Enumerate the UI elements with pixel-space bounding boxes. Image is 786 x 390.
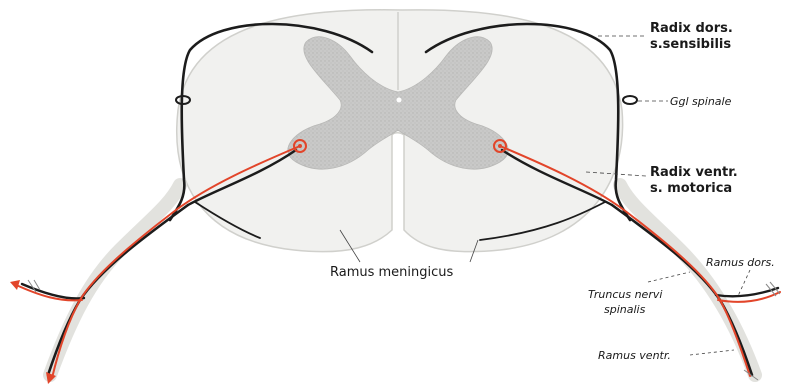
label-radix-dors-1: Radix dors. — [650, 21, 733, 36]
left-arrow-dorsal — [10, 280, 20, 290]
label-ramus-ventr: Ramus ventr. — [598, 349, 671, 362]
label-truncus-2: spinalis — [604, 303, 646, 316]
left-nerve-sheath — [50, 185, 180, 375]
label-ramus-meningicus: Ramus meningicus — [330, 265, 454, 280]
right-nerve-sheath — [620, 185, 755, 375]
right-spinal-ganglion — [623, 96, 637, 104]
left-motor-neuron-core — [298, 144, 302, 148]
label-ramus-dors: Ramus dors. — [706, 256, 775, 269]
right-ramus-dorsalis — [716, 288, 778, 296]
central-canal — [397, 98, 402, 103]
leader-ramus-dors — [738, 270, 750, 296]
label-radix-ventr-1: Radix ventr. — [650, 165, 738, 180]
label-truncus-1: Truncus nervi — [588, 288, 662, 301]
leader-truncus — [648, 272, 690, 282]
leader-ramus-ventr — [690, 350, 734, 355]
label-ggl-spinale: Ggl spinale — [670, 95, 732, 108]
left-truncus — [48, 205, 188, 375]
label-radix-dors-2: s.sensibilis — [650, 37, 731, 52]
right-motor-neuron-core — [498, 144, 502, 148]
label-radix-ventr-2: s. motorica — [650, 181, 732, 196]
